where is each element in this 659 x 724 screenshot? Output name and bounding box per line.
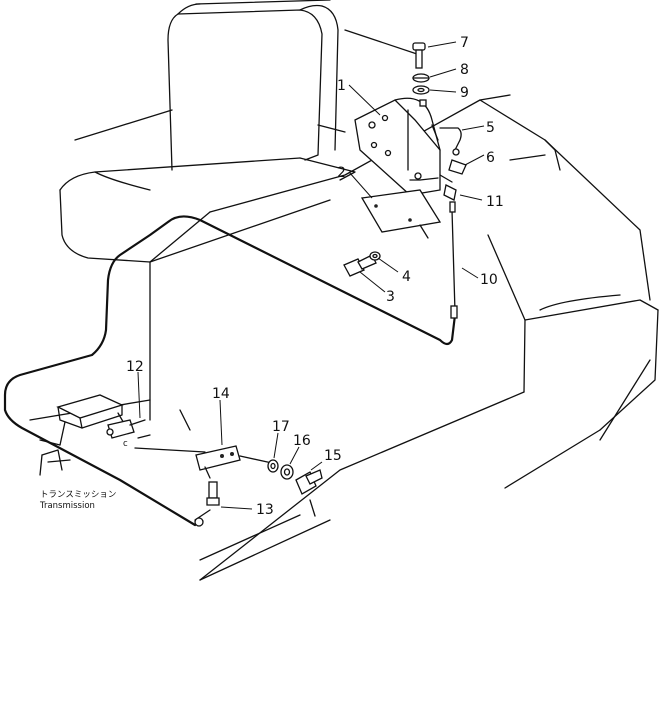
transmission-label-en: Transmission: [39, 501, 95, 511]
callout-16: 16: [293, 433, 311, 449]
callout-13: 13: [256, 502, 274, 518]
transmission-mount: [39, 449, 71, 476]
callout-leaders: [137, 41, 485, 510]
callout-numbers: 1 2 3 4 5 6 7 8 9 10 11 12 13 14 15 16 1…: [126, 35, 504, 518]
callout-12: 12: [126, 359, 144, 375]
callout-10: 10: [480, 272, 498, 288]
fasteners-15-16-17: [267, 459, 323, 495]
callout-7: 7: [460, 35, 469, 51]
callout-6: 6: [486, 150, 495, 166]
callout-5: 5: [486, 120, 495, 136]
pedal-assembly: c: [56, 394, 206, 453]
console-body: [29, 29, 659, 581]
transmission-label: トランスミッション Transmission: [39, 490, 116, 511]
callout-17: 17: [272, 419, 290, 435]
bolt-and-washers-7-8-9: [412, 42, 430, 95]
callout-1: 1: [337, 78, 346, 94]
bolt-13: [194, 481, 220, 527]
callout-4: 4: [402, 269, 411, 285]
callout-2: 2: [337, 165, 346, 181]
control-cable: [3, 209, 458, 527]
bolt-and-washer-3-4: [343, 251, 381, 277]
callout-15: 15: [324, 448, 342, 464]
mounting-plate: [360, 189, 442, 239]
seat-drawing: [59, 0, 356, 263]
bracket-14: [195, 445, 273, 479]
callout-14: 14: [212, 386, 230, 402]
callout-9: 9: [460, 85, 469, 101]
callout-11: 11: [486, 194, 504, 210]
transmission-label-jp: トランスミッション: [40, 490, 116, 500]
svg-text:c: c: [123, 439, 128, 449]
cable-end-fitting: [450, 305, 458, 319]
callout-3: 3: [386, 289, 395, 305]
lever-assembly: [354, 97, 467, 213]
callout-8: 8: [460, 62, 469, 78]
